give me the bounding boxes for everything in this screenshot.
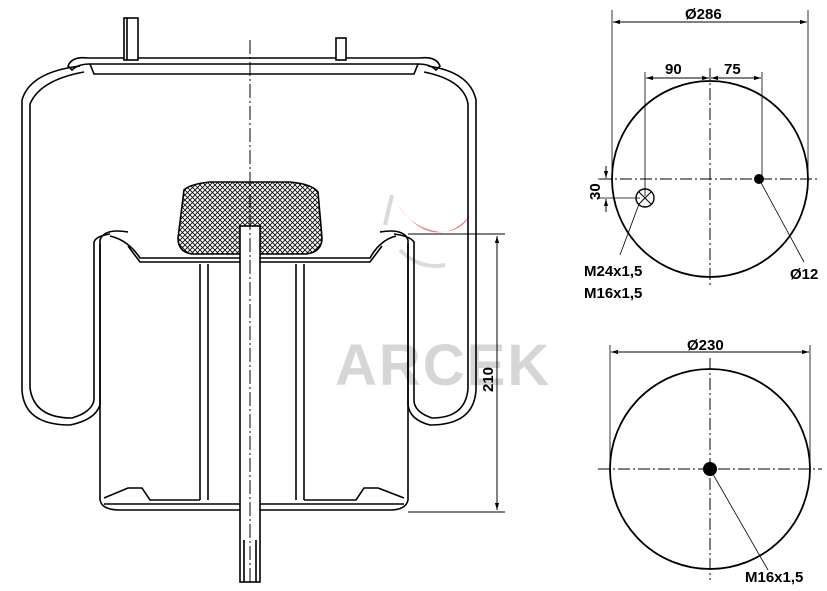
offset-right-label: 75: [724, 61, 741, 78]
air-spring-side-view: [21, 17, 477, 585]
thread-label-1: M24x1,5: [584, 263, 642, 280]
watermark-logo: [383, 194, 470, 268]
air-fitting: [123, 17, 139, 61]
height-dimension: [408, 233, 505, 513]
piston-base-right: [304, 487, 405, 501]
watermark-text: ARCEK: [335, 333, 551, 398]
top-view: [598, 10, 818, 288]
bellow-inner: [29, 71, 111, 419]
watermark: ARCEK: [335, 194, 551, 398]
bellow-outer: [21, 65, 129, 426]
air-port-hole: [635, 188, 655, 208]
bellow-inner-right: [393, 71, 469, 419]
piston-base-left: [103, 487, 200, 501]
offset-vertical-label: 30: [587, 183, 604, 200]
offset-left-label: 90: [665, 61, 682, 78]
top-stud: [335, 37, 347, 61]
hole-diameter-label: Ø12: [790, 266, 818, 283]
bottom-stud-dot: [703, 462, 717, 476]
bottom-thread-label: M16x1,5: [745, 569, 803, 586]
top-plate-inner: [89, 63, 419, 75]
height-label: 210: [480, 367, 497, 392]
bottom-diameter-label: Ø230: [687, 337, 724, 354]
top-diameter-label: Ø286: [685, 6, 722, 23]
top-plate: [67, 56, 441, 72]
thread-label-2: M16x1,5: [584, 285, 642, 302]
